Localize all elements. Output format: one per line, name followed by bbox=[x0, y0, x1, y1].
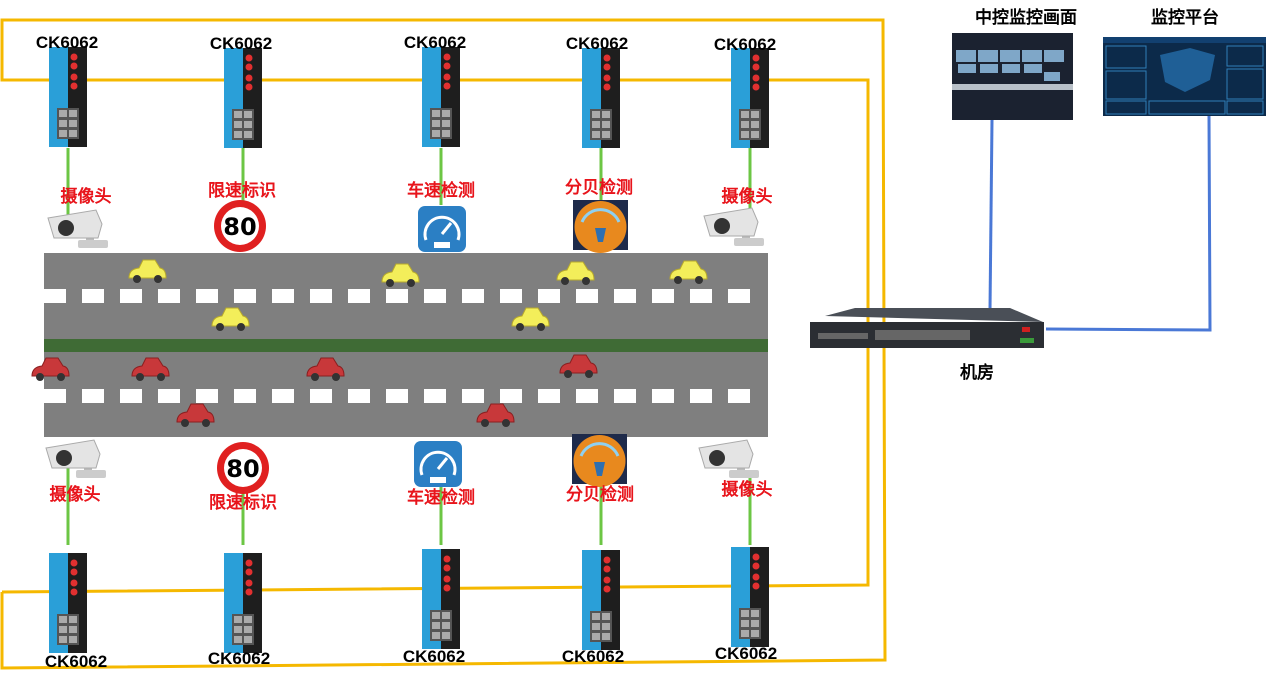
industrial-switch-bottom-3 bbox=[422, 549, 460, 649]
industrial-switch-bottom-5 bbox=[731, 547, 769, 647]
lane-marking bbox=[538, 289, 560, 303]
lane-marking bbox=[690, 289, 712, 303]
lane-marking bbox=[234, 289, 256, 303]
decibel-meter-icon bbox=[570, 432, 629, 489]
lane-marking bbox=[462, 289, 484, 303]
lane-marking bbox=[386, 389, 408, 403]
lane-marking bbox=[82, 289, 104, 303]
device-label: 摄像头 bbox=[722, 186, 773, 207]
lane-marking bbox=[196, 289, 218, 303]
lane-marking bbox=[310, 289, 332, 303]
industrial-switch-top-5 bbox=[731, 48, 769, 148]
lane-marking bbox=[576, 289, 598, 303]
monitoring-platform-screenshot bbox=[1103, 37, 1266, 116]
device-label: 摄像头 bbox=[50, 484, 101, 505]
device-label: 限速标识 bbox=[208, 180, 276, 201]
camera-icon bbox=[45, 439, 107, 479]
device-label: 车速检测 bbox=[407, 180, 475, 201]
lane-marking bbox=[500, 289, 522, 303]
model-label: CK6062 bbox=[210, 34, 272, 53]
industrial-switch-bottom-4 bbox=[582, 550, 620, 650]
lane-marking bbox=[310, 389, 332, 403]
lane-marking bbox=[272, 389, 294, 403]
lane-marking bbox=[234, 389, 256, 403]
link-core-to-platform bbox=[1045, 115, 1212, 332]
industrial-switch-top-2 bbox=[224, 48, 262, 148]
lane-marking bbox=[424, 289, 446, 303]
lane-marking bbox=[728, 389, 750, 403]
lane-marking bbox=[348, 389, 370, 403]
link-core-to-control-display bbox=[988, 119, 994, 311]
camera-icon bbox=[698, 439, 760, 479]
lane-marking bbox=[44, 389, 66, 403]
industrial-switch-top-4 bbox=[582, 48, 620, 148]
model-label: CK6062 bbox=[404, 33, 466, 52]
core-switch-label: 机房 bbox=[960, 362, 994, 383]
lane-marking bbox=[120, 389, 142, 403]
decibel-meter-icon bbox=[571, 198, 630, 255]
model-label: CK6062 bbox=[403, 647, 465, 666]
device-label: 限速标识 bbox=[209, 492, 277, 513]
lane-marking bbox=[462, 389, 484, 403]
core-switch bbox=[810, 308, 1044, 348]
lane-marking bbox=[652, 289, 674, 303]
device-label: 分贝检测 bbox=[565, 177, 633, 198]
speedometer-icon bbox=[416, 204, 468, 254]
platform-title: 监控平台 bbox=[1151, 7, 1219, 28]
lane-marking bbox=[424, 389, 446, 403]
lane-marking bbox=[500, 389, 522, 403]
lane-marking bbox=[348, 289, 370, 303]
device-label: 车速检测 bbox=[407, 487, 475, 508]
control-display-title: 中控监控画面 bbox=[975, 7, 1077, 28]
device-label: 分贝检测 bbox=[566, 484, 634, 505]
lane-marking bbox=[158, 389, 180, 403]
lane-marking bbox=[272, 289, 294, 303]
lane-marking bbox=[386, 289, 408, 303]
speed-limit-sign-icon: 80 bbox=[217, 442, 269, 494]
lane-marking bbox=[44, 289, 66, 303]
model-label: CK6062 bbox=[208, 649, 270, 668]
model-label: CK6062 bbox=[36, 33, 98, 52]
industrial-switch-top-1 bbox=[49, 47, 87, 147]
industrial-switch-bottom-1 bbox=[49, 553, 87, 653]
lane-marking bbox=[196, 389, 218, 403]
speed-limit-value: 80 bbox=[223, 213, 256, 241]
model-label: CK6062 bbox=[566, 34, 628, 53]
fiber-ring-inner bbox=[0, 20, 870, 594]
lane-marking bbox=[120, 289, 142, 303]
speed-limit-sign-icon: 80 bbox=[214, 200, 266, 252]
lane-marking bbox=[158, 289, 180, 303]
industrial-switch-bottom-2 bbox=[224, 553, 262, 653]
industrial-switch-top-3 bbox=[422, 47, 460, 147]
camera-icon bbox=[703, 207, 765, 247]
lane-marking bbox=[576, 389, 598, 403]
model-label: CK6062 bbox=[714, 35, 776, 54]
device-label: 摄像头 bbox=[722, 479, 773, 500]
lane-marking bbox=[652, 389, 674, 403]
device-label: 摄像头 bbox=[61, 186, 112, 207]
lane-marking bbox=[690, 389, 712, 403]
lane-marking bbox=[728, 289, 750, 303]
speed-limit-value: 80 bbox=[226, 455, 259, 483]
speedometer-icon bbox=[412, 439, 464, 489]
model-label: CK6062 bbox=[562, 647, 624, 666]
lane-marking bbox=[82, 389, 104, 403]
road bbox=[31, 253, 768, 437]
model-label: CK6062 bbox=[45, 652, 107, 671]
control-room-screenshot bbox=[952, 33, 1073, 120]
lane-marking bbox=[614, 389, 636, 403]
lane-marking bbox=[538, 389, 560, 403]
lane-marking bbox=[614, 289, 636, 303]
model-label: CK6062 bbox=[715, 644, 777, 663]
camera-icon bbox=[47, 209, 109, 249]
